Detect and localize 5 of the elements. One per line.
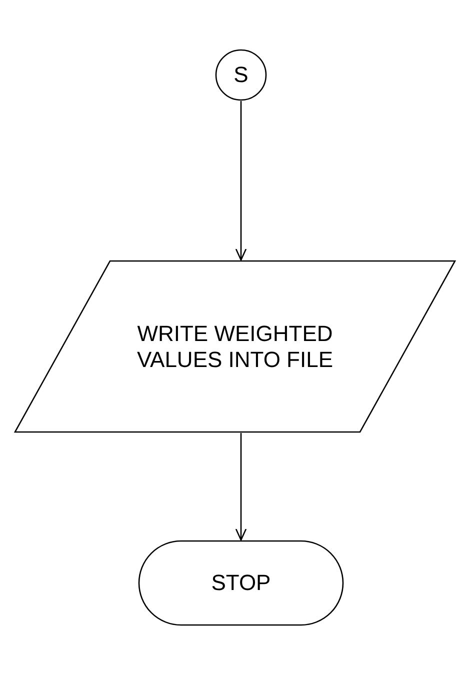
node-label: S bbox=[232, 62, 250, 88]
node-label: STOP bbox=[210, 570, 272, 596]
arrow bbox=[235, 101, 247, 261]
node-label: WRITE WEIGHTED VALUES INTO FILE bbox=[136, 321, 334, 372]
arrow bbox=[235, 433, 247, 541]
